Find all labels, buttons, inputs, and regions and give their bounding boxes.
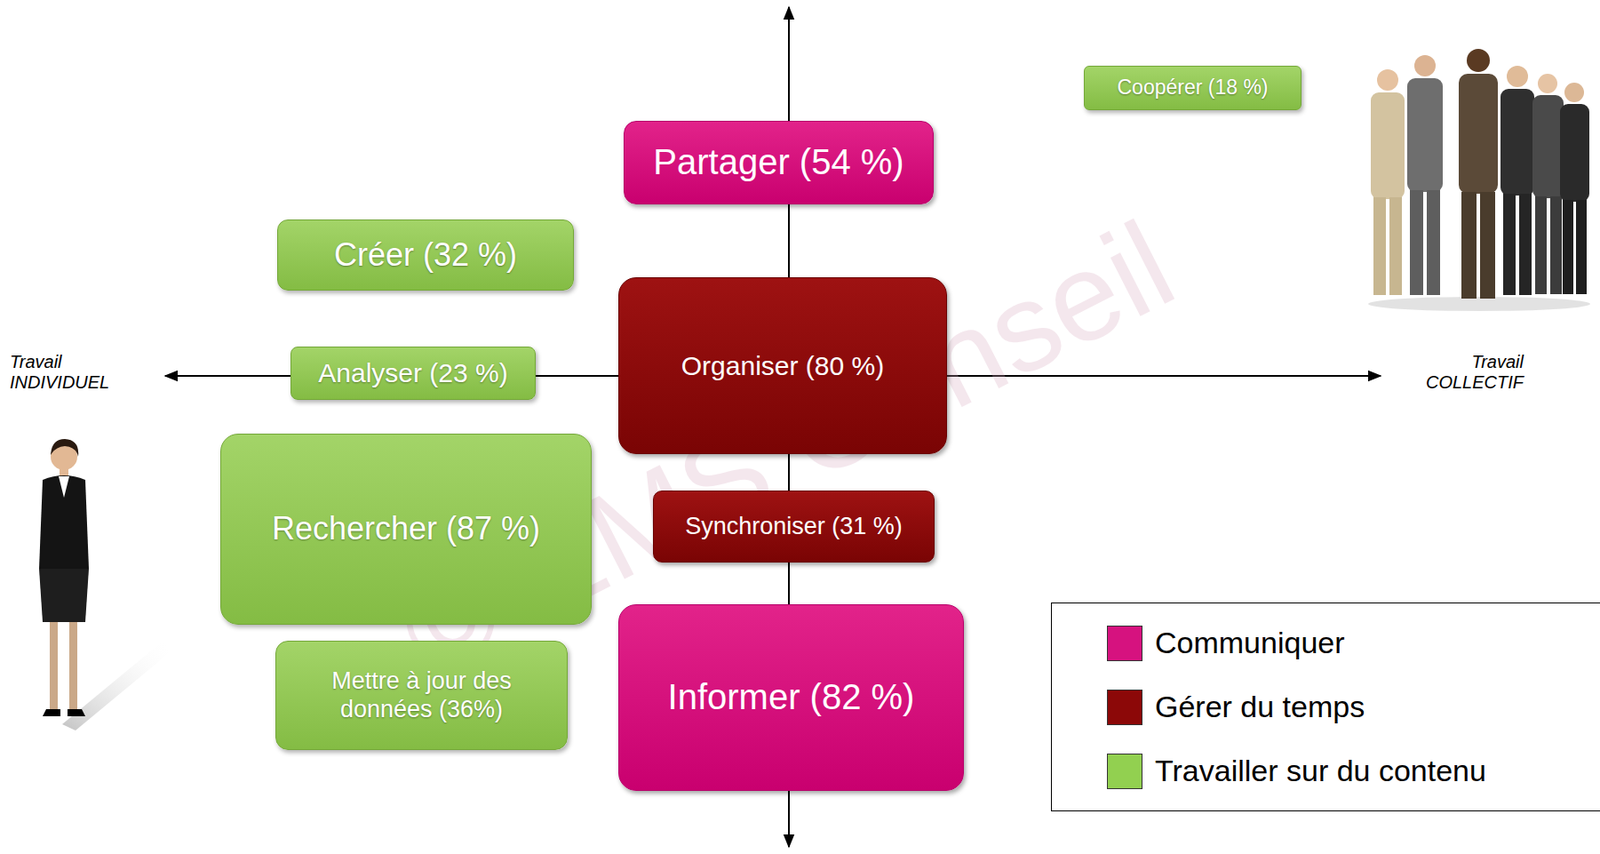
legend-text: Communiquer (1154, 625, 1346, 661)
axis-label: Travail INDIVIDUEL (9, 351, 130, 393)
box-label: Synchroniser (31 %) (684, 512, 903, 542)
content-box: Analyser (23 %) (290, 346, 536, 400)
legend-text: Travailler sur du contenu (1154, 753, 1487, 789)
legend-row: Gérer du temps (1106, 675, 1600, 740)
communication-box: Partager (54 %) (623, 120, 934, 205)
box-label: Partager (54 %) (652, 141, 904, 184)
box-label: Informer (82 %) (668, 676, 916, 718)
box-label: Coopérer (18 %) (1116, 75, 1268, 100)
content-box: Mettre à jour des données (36%) (275, 640, 568, 750)
legend-text: Gérer du temps (1154, 689, 1365, 725)
box-label: Rechercher (87 %) (271, 509, 541, 548)
axis-label: Travail COLLECTIF (1403, 351, 1524, 393)
box-label: Mettre à jour des données (36%) (288, 667, 555, 725)
content-box: Rechercher (87 %) (220, 433, 592, 625)
legend-row: Travailler sur du contenu (1106, 739, 1600, 804)
woman-figure (39, 438, 169, 731)
legend: CommuniquerGérer du tempsTravailler sur … (1050, 602, 1600, 812)
box-label: Analyser (23 %) (318, 357, 508, 389)
box-label: Organiser (80 %) (681, 350, 884, 382)
time-box: Organiser (80 %) (618, 277, 948, 454)
legend-swatch (1106, 753, 1143, 789)
time-box: Synchroniser (31 %) (652, 490, 935, 563)
content-box: Créer (32 %) (277, 219, 574, 291)
legend-swatch (1106, 689, 1143, 725)
legend-row: Communiquer (1106, 611, 1600, 676)
content-box: Coopérer (18 %) (1083, 65, 1302, 111)
legend-swatch (1106, 625, 1143, 661)
team-figures (1368, 48, 1591, 311)
box-label: Créer (32 %) (334, 236, 518, 274)
communication-box: Informer (82 %) (618, 604, 964, 791)
